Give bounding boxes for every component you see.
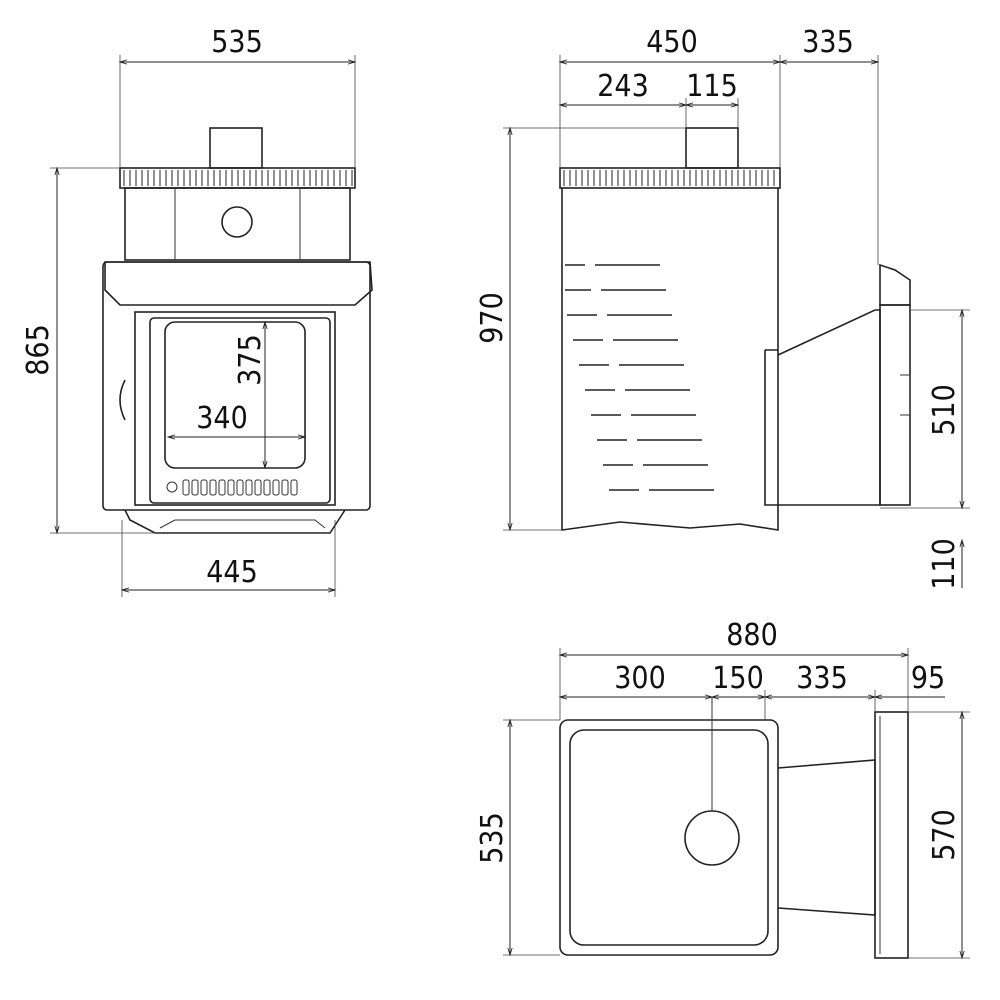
- dim-top-body-width: 535: [475, 812, 510, 864]
- dim-top-flange: 95: [911, 661, 945, 696]
- door-glass: [164, 321, 306, 469]
- dim-side-tunnel: 335: [802, 25, 854, 60]
- tray-ribs: [563, 170, 775, 186]
- pipe-opening: [221, 206, 253, 238]
- base: [124, 509, 346, 534]
- body-outline: [559, 719, 779, 956]
- vent-slot: [281, 479, 289, 496]
- dim-front-height: 865: [21, 324, 56, 376]
- dim-glass-width: 340: [196, 401, 248, 436]
- vent-slot: [200, 479, 208, 496]
- dim-top-flange-width: 570: [927, 809, 962, 861]
- top-view: 880 300 150 335 95 535 570: [475, 618, 970, 960]
- dim-tunnel-bottom: 110: [927, 538, 962, 590]
- vent-slot: [263, 479, 271, 496]
- door-handle-icon: [166, 481, 178, 493]
- dim-pipe-offset: 243: [597, 69, 649, 104]
- dim-pipe-diameter: 115: [686, 69, 738, 104]
- dim-side-depth: 450: [646, 25, 698, 60]
- air-vents: [182, 479, 298, 496]
- side-view: 450 335 243 115 970 510 110: [475, 25, 970, 590]
- dim-front-width: 535: [211, 25, 263, 60]
- vent-slot: [272, 479, 280, 496]
- front-view: 535 865 445 375 340: [21, 25, 373, 597]
- dim-top-length: 880: [726, 618, 778, 653]
- tunnel: [777, 759, 876, 916]
- vent-slot: [236, 479, 244, 496]
- chimney-pipe: [685, 127, 739, 169]
- main-body: [102, 261, 371, 511]
- main-body: [561, 188, 779, 531]
- dim-glass-height: 375: [233, 334, 268, 386]
- side-handle: [119, 379, 126, 421]
- vent-slot: [245, 479, 253, 496]
- tunnel-flange: [879, 304, 911, 506]
- vent-slot: [290, 479, 298, 496]
- vent-slot: [191, 479, 199, 496]
- tray-ribs: [123, 170, 353, 186]
- dim-top-pipe-offset: 300: [614, 661, 666, 696]
- dim-tunnel-height: 510: [927, 384, 962, 436]
- door: [134, 311, 336, 506]
- vent-slot: [227, 479, 235, 496]
- upper-body: [124, 187, 351, 261]
- dim-top-tunnel: 335: [796, 661, 848, 696]
- vent-slot: [254, 479, 262, 496]
- chimney-opening: [684, 810, 740, 866]
- hood: [104, 261, 373, 306]
- vent-slot: [182, 479, 190, 496]
- vent-slot: [209, 479, 217, 496]
- tunnel-flange: [874, 711, 909, 959]
- chimney-pipe: [209, 127, 263, 169]
- dim-side-height: 970: [475, 292, 510, 344]
- vent-slot: [218, 479, 226, 496]
- stone-tray-top: [559, 167, 781, 189]
- tunnel: [764, 309, 881, 506]
- dim-top-pipe-to-body: 150: [712, 661, 764, 696]
- convection-slots: [565, 264, 714, 491]
- dim-base-width: 445: [206, 555, 258, 590]
- tunnel-top: [879, 263, 911, 306]
